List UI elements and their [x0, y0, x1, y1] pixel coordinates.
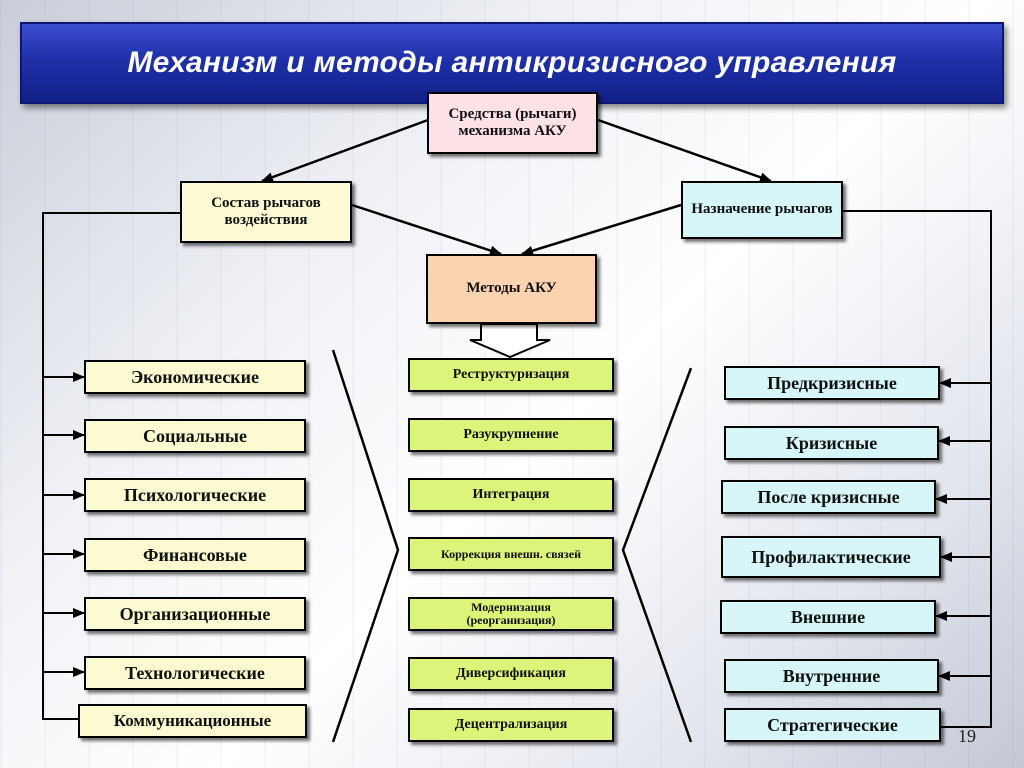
center-item: Интеграция — [408, 478, 614, 512]
left-item: Психологические — [84, 478, 306, 512]
center-item: Коррекция внешн. связей — [408, 537, 614, 571]
center-item: Децентрализация — [408, 708, 614, 742]
right-item: После кризисные — [721, 480, 936, 514]
center-item: Модернизация (реорганизация) — [408, 597, 614, 631]
left-bus-line — [42, 212, 182, 720]
left-item: Коммуникационные — [78, 704, 307, 738]
center-item: Реструктуризация — [408, 358, 614, 392]
arrow-right-to-center — [521, 203, 682, 256]
title-bar: Механизм и методы антикризисного управле… — [20, 22, 1004, 104]
right-bracket — [621, 367, 693, 743]
left-box: Состав рычагов воздействия — [180, 181, 352, 243]
left-item: Организационные — [84, 597, 306, 631]
arrow-left-to-center — [351, 203, 502, 256]
center-box: Методы АКУ — [426, 254, 597, 324]
center-item: Диверсификация — [408, 657, 614, 691]
right-item: Внутренние — [724, 659, 939, 693]
right-bus-line — [843, 210, 992, 728]
left-item: Социальные — [84, 419, 306, 453]
left-item: Финансовые — [84, 538, 306, 572]
arrow-top-to-left — [261, 118, 429, 183]
right-item: Внешние — [720, 600, 936, 634]
top-box: Средства (рычаги) механизма АКУ — [427, 92, 598, 154]
hollow-down-arrow — [469, 323, 551, 359]
left-item: Экономические — [84, 360, 306, 394]
slide-title: Механизм и методы антикризисного управле… — [127, 46, 897, 79]
page-number: 19 — [958, 726, 976, 746]
center-item: Разукрупнение — [408, 418, 614, 452]
right-item: Кризисные — [724, 426, 939, 460]
right-item: Профилактические — [721, 536, 941, 578]
left-bracket — [331, 349, 400, 743]
arrow-top-to-right — [597, 118, 772, 183]
left-item: Технологические — [84, 656, 306, 690]
right-item: Предкризисные — [724, 366, 940, 400]
right-item: Стратегические — [724, 708, 941, 742]
right-box: Назначение рычагов — [681, 181, 843, 239]
